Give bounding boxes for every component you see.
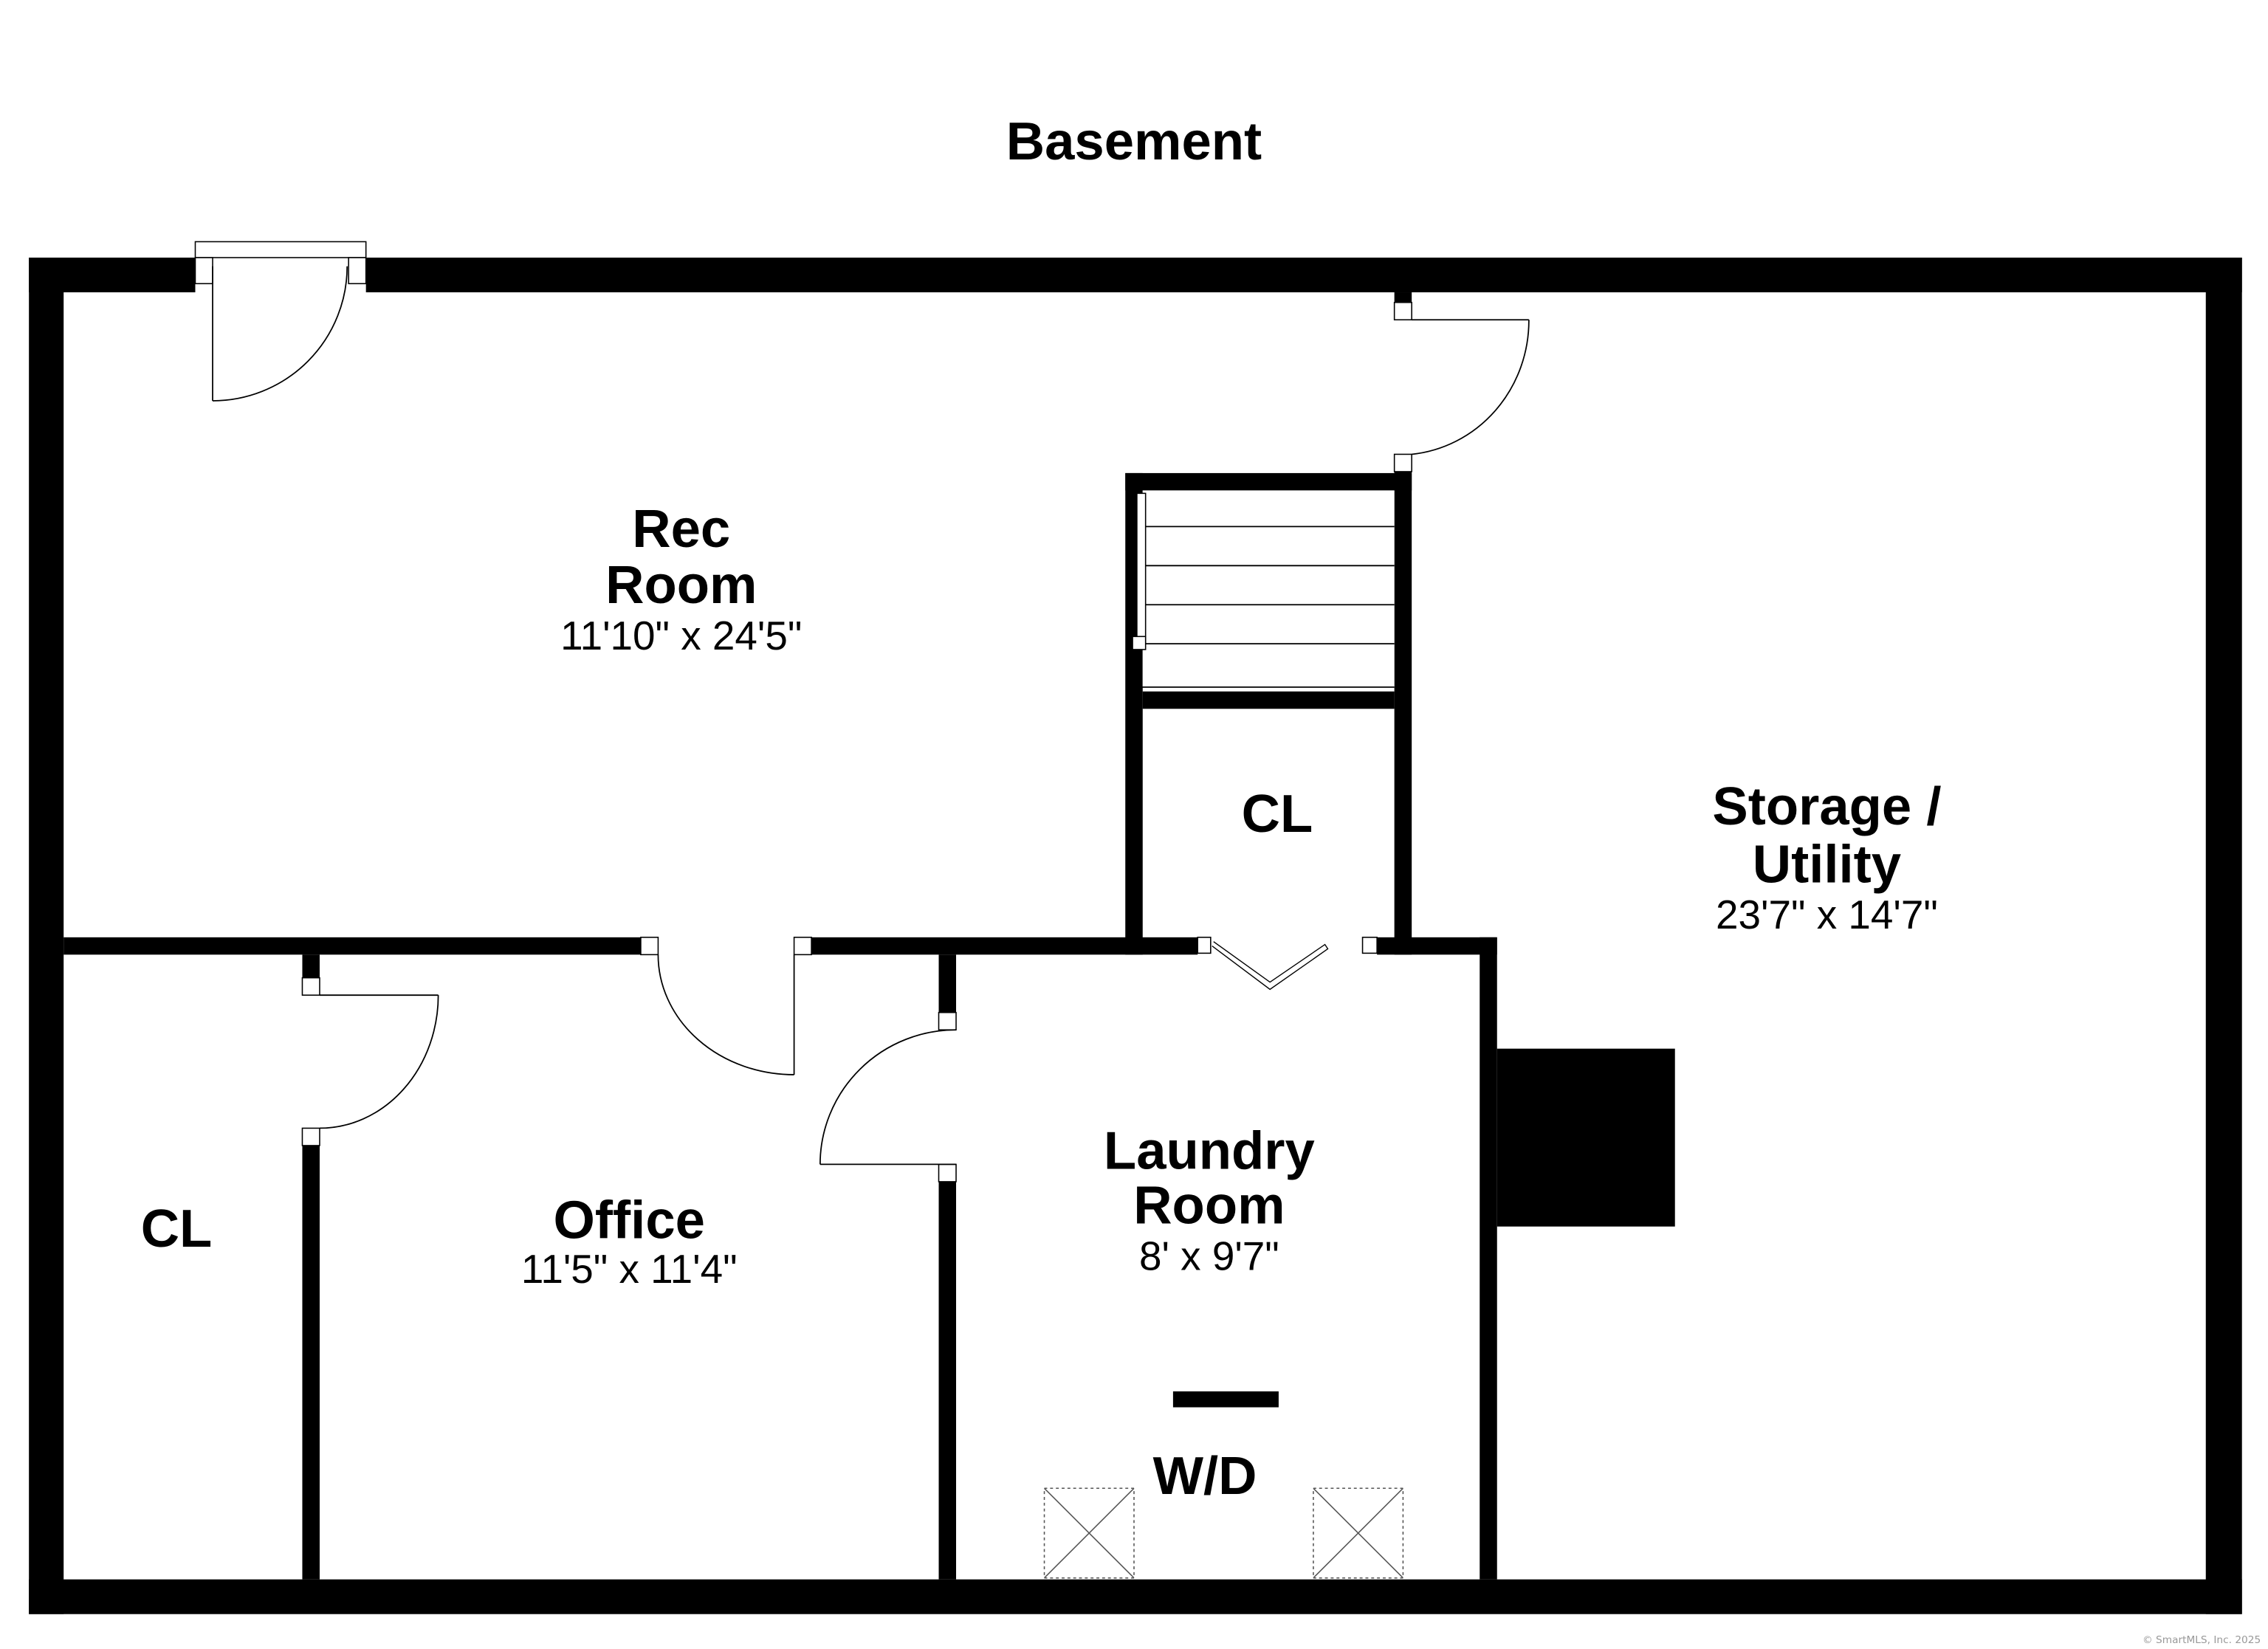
rec-room-dims: 11'10" x 24'5" [560,613,802,658]
laundry-label-1: Laundry [1104,1120,1315,1180]
stairs [1127,490,1395,688]
dryer [1313,1487,1404,1579]
storage-label-2: Utility [1753,834,1901,894]
rec-room-label-1: Rec [632,499,730,559]
storage-label-1: Storage / [1712,777,1941,836]
laundry-label-2: Room [1133,1176,1285,1236]
center-closet-label: CL [1242,784,1313,844]
room-labels: Rec Room 11'10" x 24'5" CL Storage / Uti… [141,499,1942,1506]
left-closet-label: CL [141,1199,213,1259]
plan-title: Basement [1006,111,1262,171]
washer-dryer-label: W/D [1153,1446,1257,1506]
doors [194,241,1530,1182]
storage-dims: 23'7" x 14'7" [1716,892,1938,937]
washer [1043,1487,1135,1579]
laundry-fixtures [1043,1391,1404,1579]
laundry-dims: 8' x 9'7" [1139,1233,1279,1278]
rec-room-label-2: Room [605,555,757,615]
office-label: Office [554,1190,705,1250]
walls [29,258,2242,1614]
office-dims: 11'5" x 11'4" [521,1246,738,1292]
chimney [1496,1048,1675,1227]
copyright: © SmartMLS, Inc. 2025 [2142,1634,2261,1646]
